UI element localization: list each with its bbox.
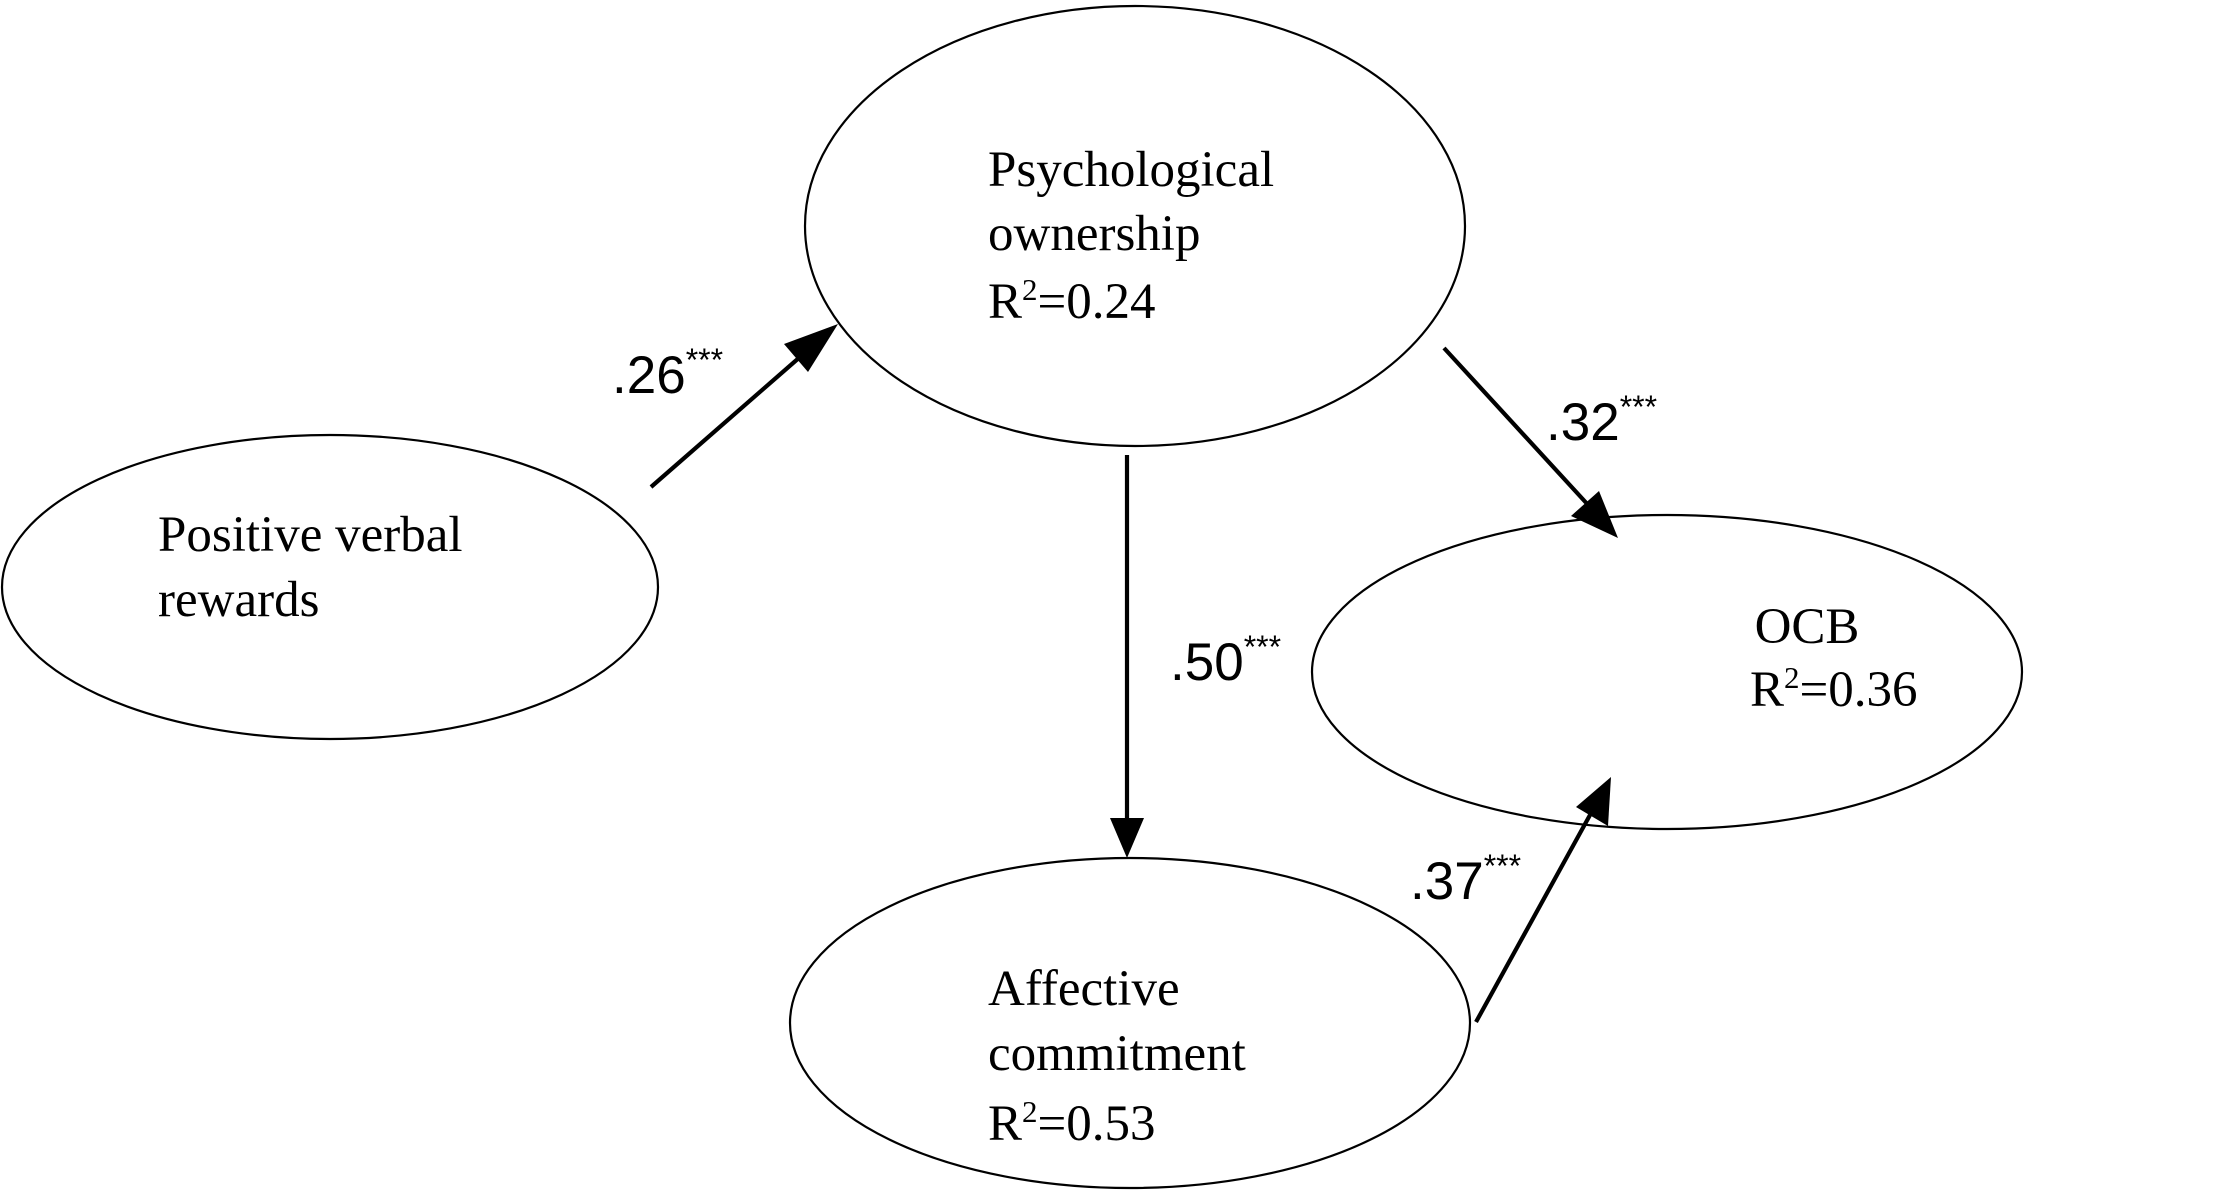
pvr-label-line2: rewards: [158, 572, 319, 628]
po-r-prefix: R: [988, 274, 1022, 330]
coef-po-ocb-value: .32: [1546, 393, 1620, 452]
coef-po-ac: .50***: [1170, 629, 1281, 692]
arrow-ac-to-ocb: [1474, 777, 1611, 1024]
ac-r-value: =0.53: [1038, 1096, 1156, 1152]
po-r-sup: 2: [1022, 272, 1038, 307]
coef-po-ac-sig: ***: [1244, 629, 1281, 665]
ocb-r-sup: 2: [1784, 660, 1800, 695]
coef-po-ac-value: .50: [1170, 633, 1244, 692]
coef-po-ocb: .32***: [1546, 389, 1657, 452]
arrow-po-to-ocb: [1442, 346, 1618, 538]
ac-r-sup: 2: [1022, 1094, 1038, 1129]
node-affective-commitment: [788, 856, 1472, 1190]
ocb-r-prefix: R: [1750, 662, 1784, 718]
coef-ac-ocb-value: .37: [1410, 852, 1484, 911]
coef-pvr-po-value: .26: [612, 346, 686, 405]
node-ocb: [1310, 513, 2024, 831]
po-label-line1: Psychological: [988, 142, 1274, 198]
ocb-r-squared: R2=0.36: [1750, 660, 1918, 718]
node-psychological-ownership: [803, 4, 1467, 448]
coef-pvr-po: .26***: [612, 342, 723, 405]
ac-label-line2: commitment: [988, 1026, 1246, 1082]
arrow-pvr-to-po: [649, 324, 838, 489]
po-r-value: =0.24: [1038, 274, 1156, 330]
ocb-r-value: =0.36: [1800, 662, 1918, 718]
ac-r-squared: R2=0.53: [988, 1094, 1156, 1152]
ocb-label: OCB: [1755, 599, 1860, 655]
ac-label-line1: Affective: [988, 961, 1180, 1017]
coef-pvr-po-sig: ***: [686, 342, 723, 378]
po-r-squared: R2=0.24: [988, 272, 1156, 330]
coef-po-ocb-sig: ***: [1620, 389, 1657, 425]
ac-r-prefix: R: [988, 1096, 1022, 1152]
arrow-po-to-ac: [1110, 455, 1144, 858]
pvr-label-line1: Positive verbal: [158, 507, 463, 563]
coef-ac-ocb-sig: ***: [1484, 848, 1521, 884]
po-label-line2: ownership: [988, 206, 1200, 262]
node-positive-verbal-rewards: [0, 433, 660, 741]
coef-ac-ocb: .37***: [1410, 848, 1521, 911]
